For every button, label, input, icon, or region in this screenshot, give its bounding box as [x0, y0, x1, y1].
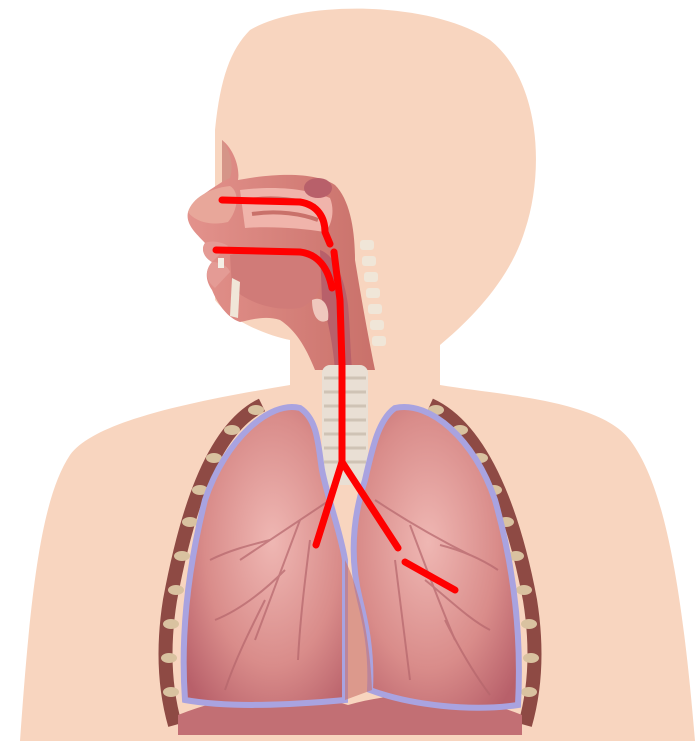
respiratory-diagram	[0, 0, 700, 741]
respiratory-illustration	[0, 0, 700, 741]
